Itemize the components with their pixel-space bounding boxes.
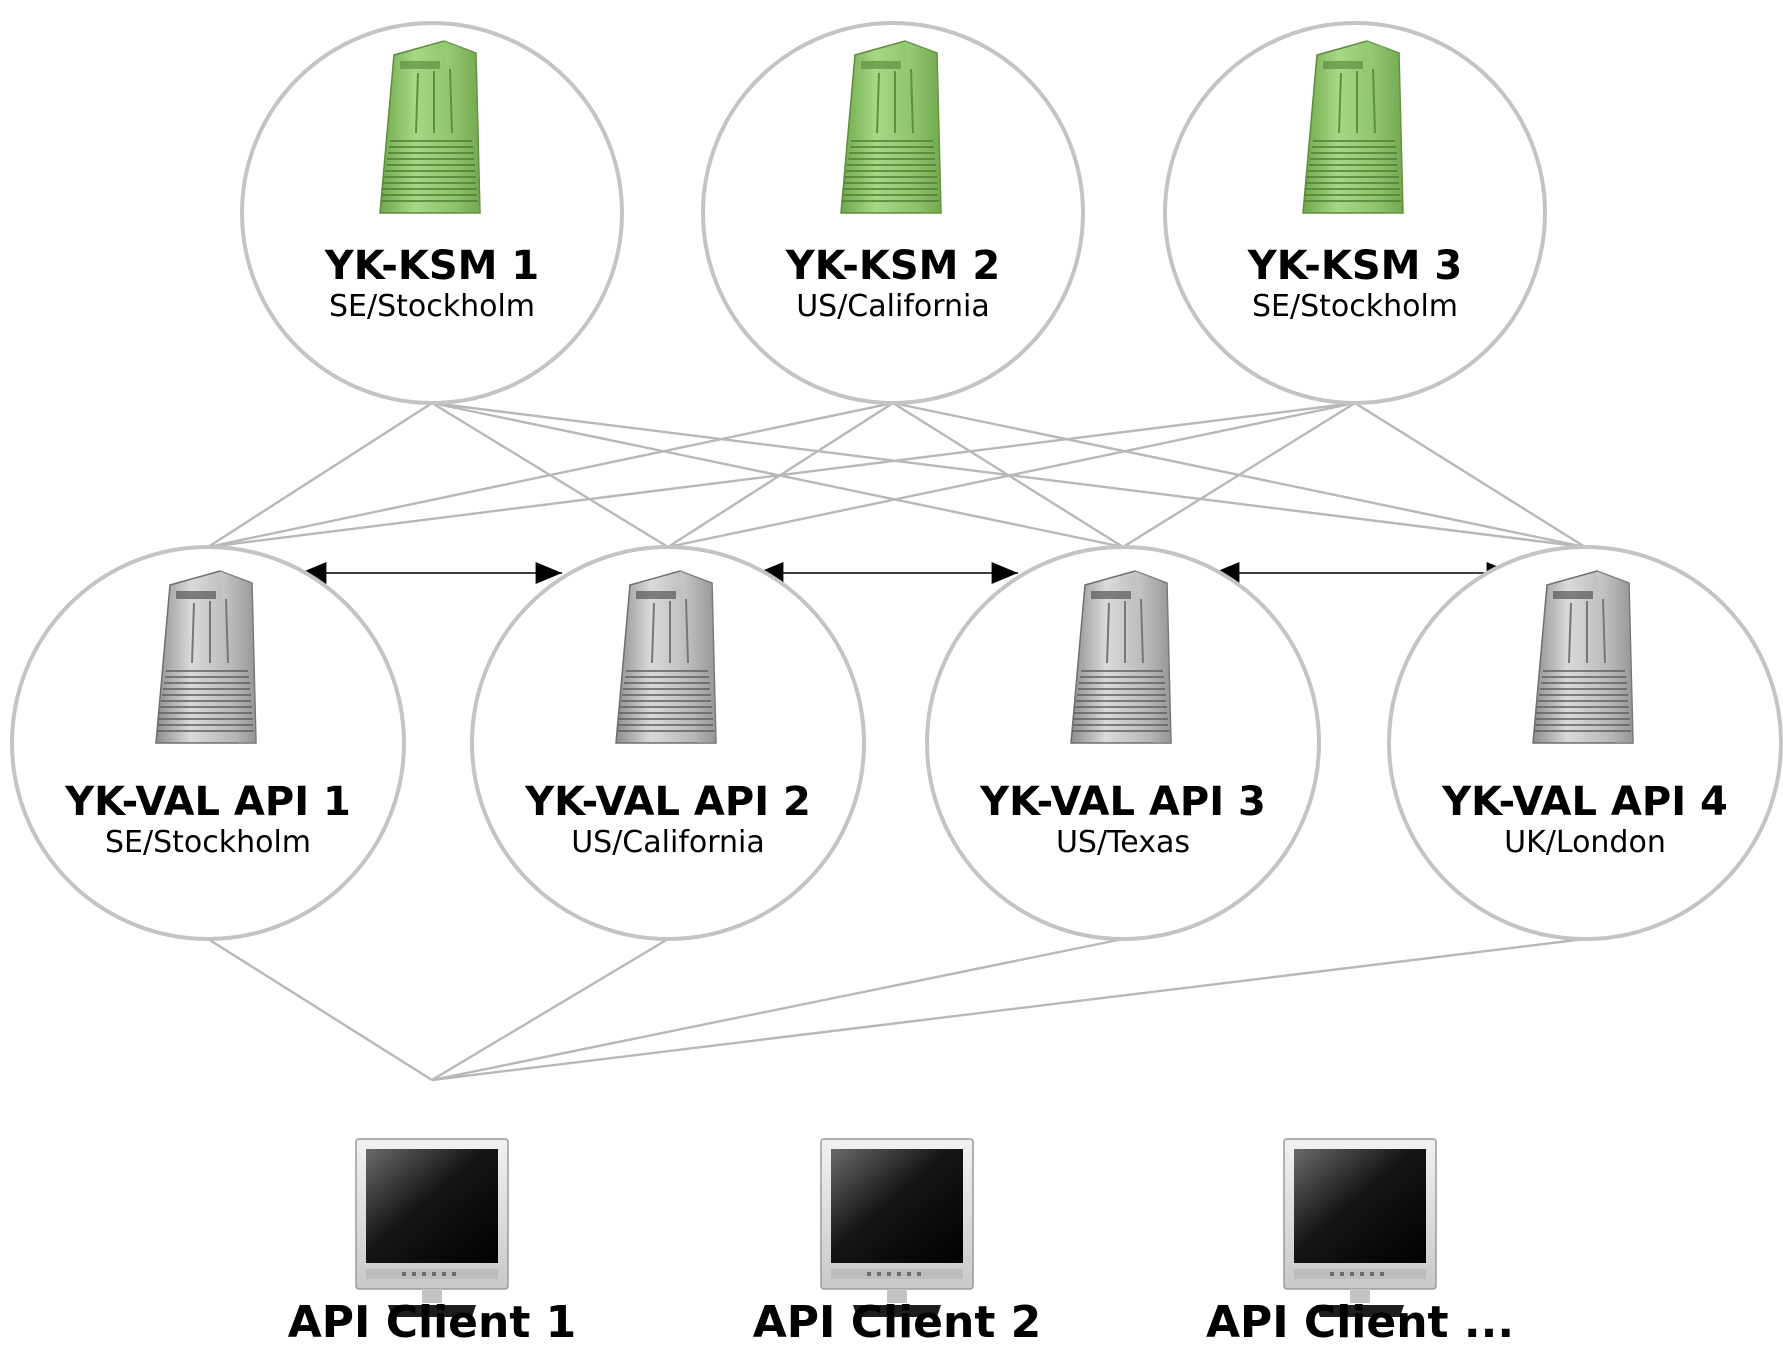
api-client-1: API Client 1 [222, 1298, 642, 1348]
ksm-val-connector [667, 401, 1356, 549]
val-server-location: SE/Stockholm [104, 825, 312, 860]
val-server-location: US/California [571, 825, 765, 860]
ksm-server-name: YK-KSM 1 [324, 243, 540, 289]
ksm-val-connector [1354, 401, 1586, 549]
api-client-name: API Client 1 [287, 1297, 577, 1348]
val-server-2: YK-VAL API 2 US/California [478, 779, 858, 861]
val-server-4: YK-VAL API 4 UK/London [1395, 779, 1775, 861]
ksm-server-1: YK-KSM 1 SE/Stockholm [252, 243, 612, 325]
lcd-monitor-icon [1283, 1138, 1437, 1318]
val-client-connector [207, 937, 433, 1082]
val-server-name: YK-VAL API 3 [980, 779, 1266, 825]
green-server-tower-icon [840, 40, 942, 214]
ksm-server-name: YK-KSM 2 [785, 243, 1001, 289]
ksm-val-connector [207, 401, 1356, 549]
green-server-tower-icon [379, 40, 481, 214]
val-server-name: YK-VAL API 2 [525, 779, 811, 825]
lcd-monitor-icon [820, 1138, 974, 1318]
api-client-name: API Client ... [1205, 1297, 1515, 1348]
ksm-val-connector [207, 401, 433, 549]
val-server-name: YK-VAL API 1 [65, 779, 351, 825]
gray-server-tower-icon [155, 570, 257, 744]
gray-server-tower-icon [1070, 570, 1172, 744]
val-client-connector [431, 937, 669, 1082]
connector-lines [207, 401, 1586, 1082]
ksm-val-connector [1122, 401, 1356, 549]
api-client-name: API Client 2 [752, 1297, 1042, 1348]
gray-server-tower-icon [615, 570, 717, 744]
val-server-name: YK-VAL API 4 [1442, 779, 1728, 825]
ksm-server-3: YK-KSM 3 SE/Stockholm [1175, 243, 1535, 325]
val-server-3: YK-VAL API 3 US/Texas [933, 779, 1313, 861]
green-server-tower-icon [1302, 40, 1404, 214]
ksm-server-name: YK-KSM 3 [1247, 243, 1463, 289]
val-client-connector [431, 937, 1586, 1082]
val-client-connector [431, 937, 1124, 1082]
ksm-server-location: US/California [796, 289, 990, 324]
ksm-server-location: SE/Stockholm [1251, 289, 1459, 324]
api-client-2: API Client 2 [687, 1298, 1107, 1348]
ksm-server-2: YK-KSM 2 US/California [713, 243, 1073, 325]
val-server-location: US/Texas [1055, 825, 1191, 860]
val-server-location: UK/London [1504, 825, 1666, 860]
gray-server-tower-icon [1532, 570, 1634, 744]
ksm-server-location: SE/Stockholm [328, 289, 536, 324]
lcd-monitor-icon [355, 1138, 509, 1318]
val-server-1: YK-VAL API 1 SE/Stockholm [18, 779, 398, 861]
api-client-more: API Client ... [1150, 1298, 1570, 1348]
ksm-val-connector [207, 401, 894, 549]
